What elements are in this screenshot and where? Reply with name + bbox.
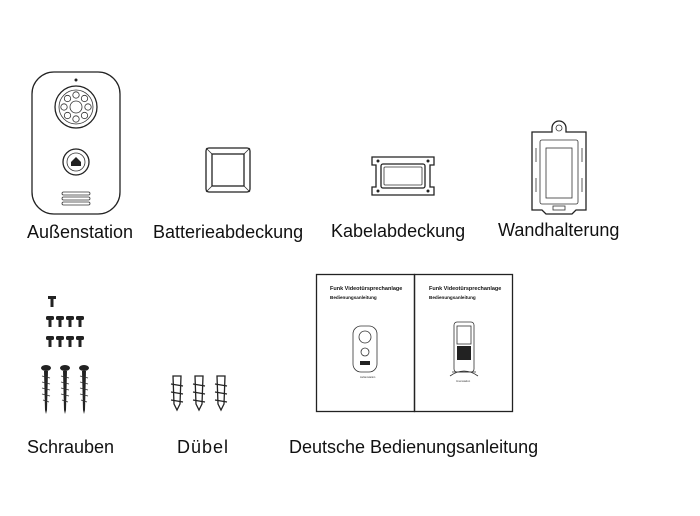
manual-right-title: Funk Videotürsprechanlage bbox=[429, 286, 501, 292]
manual-right-caption: Innenstation bbox=[456, 379, 471, 383]
manual-label: Deutsche Bedienungsanleitung bbox=[289, 437, 539, 457]
manual-right-subtitle: Bedienungsanleitung bbox=[429, 295, 476, 300]
manual-left-subtitle: Bedienungsanleitung bbox=[330, 295, 377, 300]
manual-left-title: Funk Videotürsprechanlage bbox=[330, 286, 402, 292]
outdoor-station-label: Außenstation bbox=[27, 222, 134, 242]
screws-label: Schrauben bbox=[27, 437, 115, 457]
manual-left-caption: Außenstation bbox=[360, 375, 376, 379]
wall-bracket-illustration bbox=[531, 120, 587, 215]
manual-illustration: Funk Videotürsprechanlage Bedienungsanle… bbox=[315, 273, 514, 413]
cable-cover-label: Kabelabdeckung bbox=[331, 221, 466, 241]
dowels-label: Dübel bbox=[177, 437, 230, 457]
wall-bracket-label: Wandhalterung bbox=[498, 220, 620, 240]
cable-cover-illustration bbox=[371, 156, 435, 196]
battery-cover-label: Batterieabdeckung bbox=[153, 222, 304, 242]
outdoor-station-illustration bbox=[31, 71, 121, 215]
screws-illustration bbox=[41, 296, 89, 414]
dowels-illustration bbox=[170, 375, 228, 412]
battery-cover-illustration bbox=[205, 147, 251, 193]
